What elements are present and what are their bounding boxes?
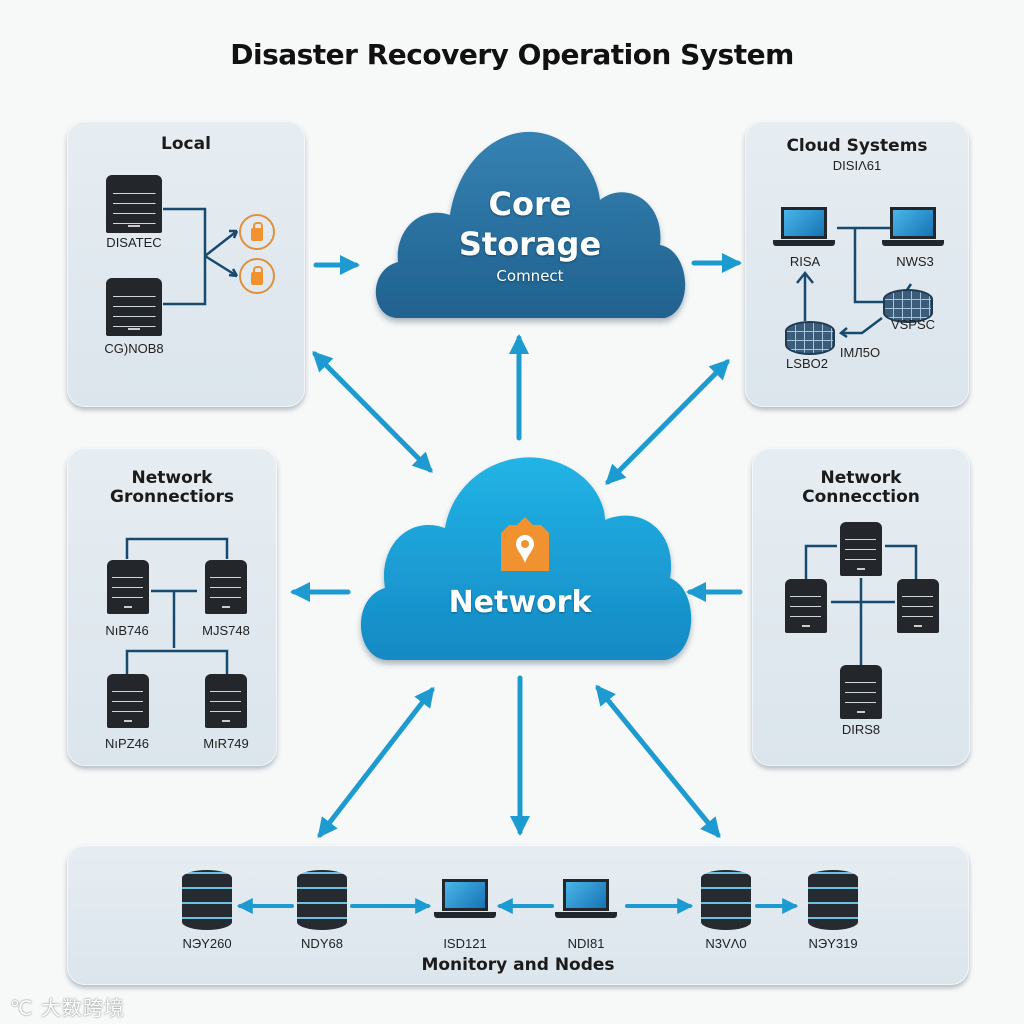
cloud-systems-subtitle: DISIΛ61 [832,158,882,173]
server-icon [840,522,882,576]
link-label: IMЛ5O [839,345,881,360]
network-connection-right-panel: Network Connecction DIRS8 [752,448,970,766]
arrow-bottom-left-network-bidirectional [317,686,435,839]
server-label: CG)NOB8 [104,341,164,356]
location-pin-icon [499,515,551,573]
server-label: DIRS8 [841,722,881,737]
arrow-bottom-right-network-bidirectional [595,684,721,839]
storage-array-icon [883,289,933,323]
core-cloud-title-line1: Core [488,185,572,223]
laptop-icon [882,207,944,253]
database-icon [182,870,232,930]
local-panel-title: Local [161,134,211,154]
laptop-label: NWS3 [896,254,934,269]
node-label: ISD121 [443,936,487,951]
laptop-icon [434,879,496,925]
watermark: ℃ 大数跨境 [10,992,125,1021]
node-label: N3VΛ0 [705,936,747,951]
cloud-systems-title: Cloud Systems [786,136,928,156]
laptop-label: RISA [789,254,821,269]
server-label: NıPZ46 [104,736,150,751]
server-icon [840,665,882,719]
server-icon [107,560,149,614]
laptop-icon [773,207,835,253]
server-icon [106,278,162,336]
storage-label: VSPSC [890,317,936,332]
network-left-title-line1: Network [131,468,213,488]
server-label: MıR749 [203,736,249,751]
server-icon [205,674,247,728]
laptop-icon [555,879,617,925]
watermark-text: 大数跨境 [40,996,125,1020]
watermark-logo-icon: ℃ [10,996,34,1020]
core-cloud-title-line2: Storage [458,225,602,263]
server-icon [897,579,939,633]
node-label: NDY68 [301,936,343,951]
database-icon [297,870,347,930]
network-right-title-line2: Connecction [802,487,920,507]
network-right-title-line1: Network [820,468,902,488]
server-icon [107,674,149,728]
node-label: NDI81 [567,936,605,951]
node-label: NЭY319 [808,936,858,951]
lock-icon [239,214,275,250]
local-panel: Local DISATEC CG)NOB8 [67,121,305,407]
lock-icon [239,258,275,294]
cloud-systems-panel: Cloud Systems DISIΛ61 RISA NWS3 VSPSC LS… [745,121,969,407]
server-icon [205,560,247,614]
monitory-nodes-panel: NЭY260 NDY68 ISD121 NDI81 N3VΛ0 NЭY319 M… [67,845,969,985]
monitory-nodes-title: Monitory and Nodes [421,955,615,975]
database-icon [808,870,858,930]
arrow-local-network-bidirectional [312,351,433,473]
server-label: MJS748 [202,623,250,638]
storage-label: LSBO2 [786,356,828,371]
server-label: NıB746 [105,623,149,638]
arrow-cloud-network-bidirectional [605,359,730,485]
storage-array-icon [785,321,835,355]
network-connections-left-panel: Network Gronnectiors NıB746 MJS748 NıPZ4… [67,448,277,766]
database-icon [701,870,751,930]
server-label: DISATEC [106,235,162,250]
network-cloud-title: Network [448,585,592,620]
server-icon [106,175,162,233]
network-left-title-line2: Gronnectiors [110,487,234,507]
core-cloud-subtitle: Comnect [496,267,564,285]
server-icon [785,579,827,633]
node-label: NЭY260 [182,936,232,951]
page-title: Disaster Recovery Operation System [230,38,794,71]
